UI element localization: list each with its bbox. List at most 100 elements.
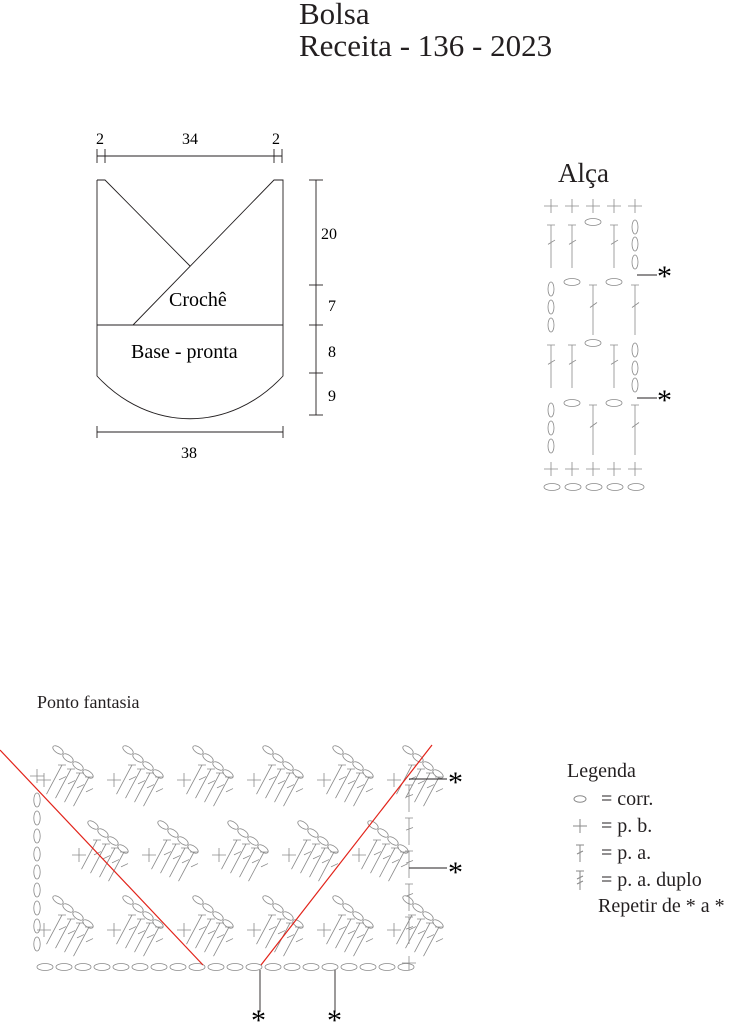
double-crochet-stitch: [318, 851, 339, 882]
double-crochet-stitch: [195, 768, 216, 799]
chain-stitch: [359, 963, 377, 971]
legend-item-double-crochet: = p. a.: [570, 841, 651, 865]
double-crochet-stitch: [361, 839, 382, 870]
repeat-guide-line-right: [260, 744, 433, 966]
chain-stitch: [412, 903, 424, 913]
fantasia-repeat-brackets: [259, 778, 447, 1012]
chain-stitch: [282, 911, 294, 921]
chain-stitch: [74, 963, 92, 971]
single-crochet-stitch: [586, 199, 600, 213]
chain-stitch: [547, 420, 555, 436]
chain-stitch: [55, 963, 73, 971]
chain-stitch: [432, 769, 444, 779]
chain-stitch: [362, 769, 374, 779]
chain-stitch: [412, 753, 424, 763]
double-crochet-stitch: [353, 776, 374, 807]
chain-stitch: [212, 911, 224, 921]
double-crochet-stitch: [568, 344, 577, 388]
chain-stitch: [226, 963, 244, 971]
double-crochet-stitch: [134, 772, 155, 803]
single-crochet-stitch: [544, 199, 558, 213]
chain-stitch: [631, 219, 639, 235]
single-crochet-stitch: [107, 773, 121, 787]
double-crochet-stitch: [248, 851, 269, 882]
double-crochet-stitch: [326, 764, 347, 795]
chain-stitch: [52, 745, 64, 755]
double-crochet-stitch: [230, 843, 251, 874]
single-crochet-stitch: [565, 199, 579, 213]
chain-stitch: [33, 936, 41, 952]
chain-stitch: [107, 836, 119, 846]
double-crochet-stitch: [46, 914, 67, 945]
single-crochet-stitch: [177, 923, 191, 937]
chain-stitch: [584, 218, 602, 226]
single-crochet-stitch: [212, 848, 226, 862]
single-crochet-stitch: [107, 923, 121, 937]
double-crochet-stitch: [423, 776, 444, 807]
region-label-crochet: Crochê: [169, 289, 227, 311]
chain-stitch: [605, 278, 623, 286]
chain-stitch: [62, 903, 74, 913]
chain-stitch: [33, 810, 41, 826]
alca-title: Alça: [558, 158, 609, 188]
alca-repeat-mark-bottom: *: [657, 384, 672, 417]
double-crochet-stitch: [186, 764, 207, 795]
title-line-2: Receita - 136 - 2023: [299, 28, 553, 63]
double-crochet-stitch: [90, 843, 111, 874]
double-crochet-stitch: [631, 404, 640, 455]
chain-stitch: [563, 399, 581, 407]
chain-stitch: [292, 769, 304, 779]
repeat-guide-line-left: [0, 749, 204, 966]
chain-stitch: [402, 895, 414, 905]
double-crochet-stitch: [108, 851, 129, 882]
legend-item-chain: = corr.: [570, 787, 653, 811]
single-crochet-stitch: [142, 848, 156, 862]
double-crochet-stitch: [405, 850, 414, 878]
chain-stitch: [605, 399, 623, 407]
double-crochet-stitch: [405, 784, 414, 812]
double-crochet-stitch: [405, 918, 426, 949]
single-crochet-stitch: [72, 848, 86, 862]
legend-label-treble-crochet: = p. a. duplo: [601, 868, 702, 891]
dim-right-margin: 2: [272, 131, 280, 148]
double-crochet-stitch: [55, 918, 76, 949]
chain-stitch: [422, 761, 434, 771]
chain-stitch: [33, 900, 41, 916]
dim-left-margin: 2: [96, 131, 104, 148]
double-crochet-stitch: [160, 843, 181, 874]
double-crochet-stitch: [568, 224, 577, 268]
double-crochet-stitch: [300, 843, 321, 874]
chain-stitch: [264, 963, 282, 971]
double-crochet-stitch: [265, 768, 286, 799]
chain-stitch: [397, 963, 415, 971]
double-crochet-stitch: [64, 772, 85, 803]
chain-stitch: [631, 377, 639, 393]
double-crochet-stitch: [344, 922, 365, 953]
double-crochet-stitch: [589, 404, 598, 455]
legend-item-treble-crochet: = p. a. duplo: [570, 868, 702, 892]
fantasia-repeat-mark-right-bottom: *: [448, 856, 463, 889]
chain-stitch: [112, 963, 130, 971]
double-crochet-stitch: [309, 847, 330, 878]
chain-stitch: [292, 919, 304, 929]
single-crochet-stitch: [247, 923, 261, 937]
chain-stitch: [93, 963, 111, 971]
chain-stitch: [342, 903, 354, 913]
double-crochet-stitch: [326, 914, 347, 945]
chain-stitch: [262, 895, 274, 905]
chain-stitch: [152, 769, 164, 779]
double-crochet-stitch: [256, 764, 277, 795]
chain-stitch: [332, 745, 344, 755]
chain-stitch: [82, 769, 94, 779]
chain-stitch: [202, 753, 214, 763]
chain-stitch: [202, 903, 214, 913]
chain-stitch: [547, 317, 555, 333]
chain-stitch: [317, 836, 329, 846]
double-crochet-stitch: [125, 768, 146, 799]
single-crochet-stitch: [317, 923, 331, 937]
double-crochet-stitch: [46, 764, 67, 795]
chain-stitch: [377, 828, 389, 838]
legend-title: Legenda: [567, 760, 636, 782]
chain-stitch: [33, 792, 41, 808]
chain-stitch: [97, 828, 109, 838]
